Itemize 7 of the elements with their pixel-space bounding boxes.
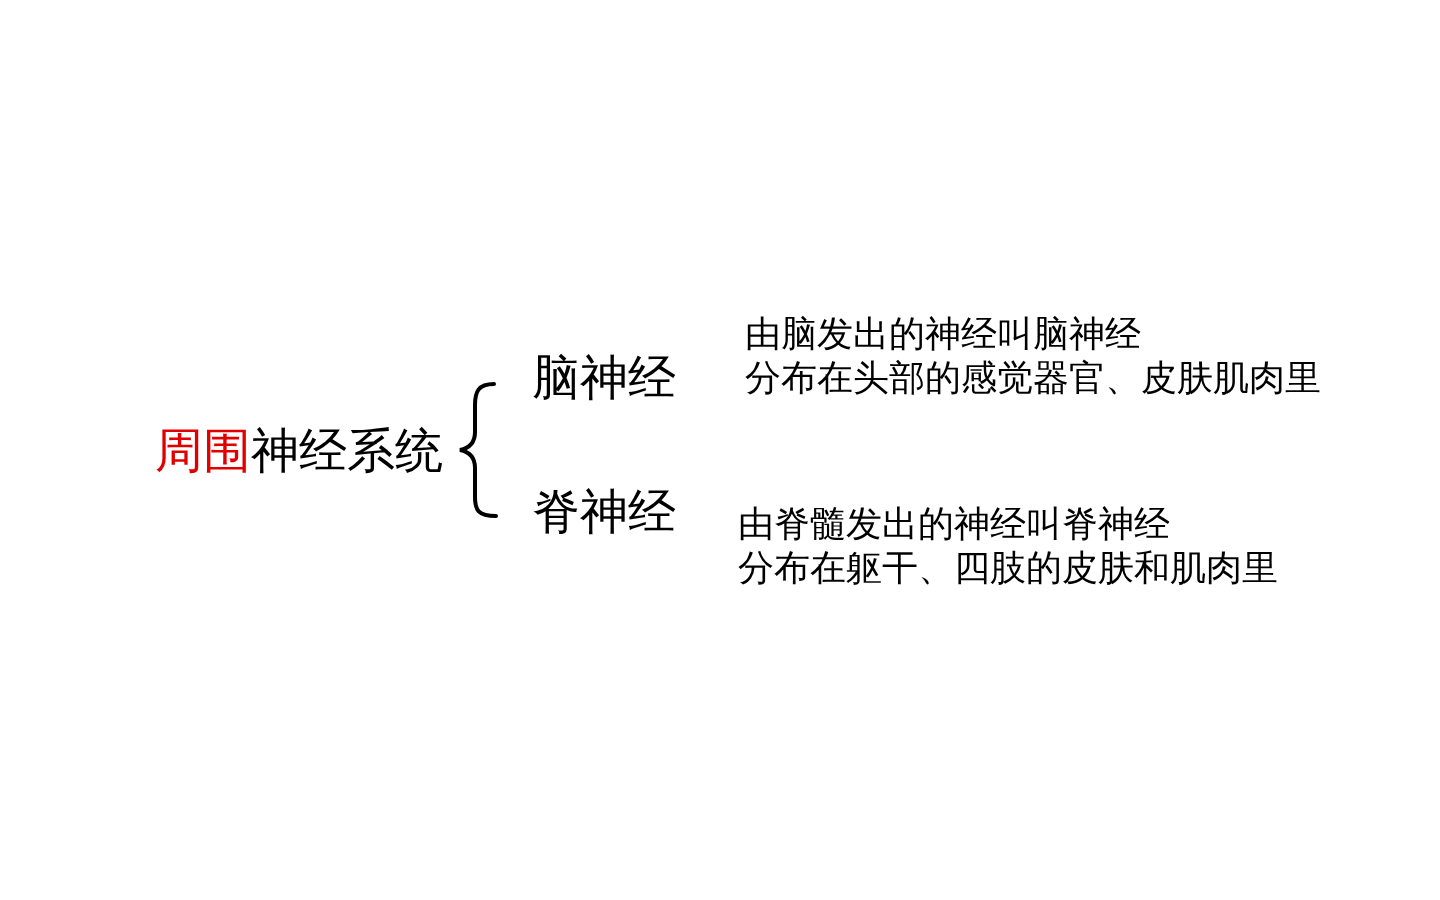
description-text: 分布在躯干、四肢的皮肤和肌肉里 (738, 546, 1278, 590)
description-text: 分布在头部的感觉器官、皮肤肌肉里 (745, 356, 1321, 400)
description-text: 由脑发出的神经叫脑神经 (745, 312, 1141, 356)
branch-term: 脊神经 (532, 483, 676, 541)
description-text: 由脊髓发出的神经叫脊神经 (738, 502, 1170, 546)
root-term: 周围神经系统 (155, 422, 443, 480)
branch-term: 脑神经 (532, 349, 676, 407)
